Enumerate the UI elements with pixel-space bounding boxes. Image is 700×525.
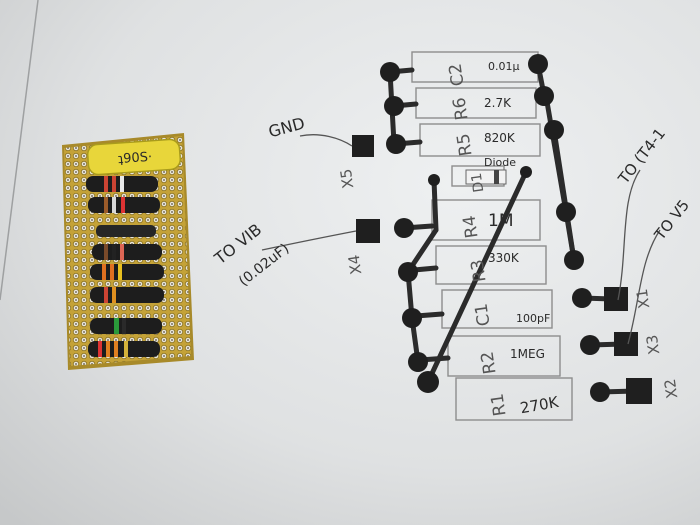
value-r6: 2.7K [484, 96, 512, 110]
film-capacitor [86, 138, 182, 176]
layout-pads [380, 54, 610, 402]
value-r5: 820K [484, 131, 516, 145]
ref-d1: D1 [469, 172, 488, 194]
value-c1: 100pF [516, 312, 550, 325]
value-r4: 1M [488, 211, 513, 231]
paper-edge [0, 0, 39, 301]
connector-x5: X5 [337, 168, 358, 190]
capacitor-marking: ʇ90S· [118, 150, 153, 167]
value-r2: 1MEG [510, 347, 545, 361]
perfboard: ʇ90S· [62, 133, 194, 370]
ref-c2: C2 [446, 62, 469, 87]
connector-pads [352, 135, 652, 404]
ref-r1: R1 [488, 392, 511, 417]
ref-c1: C1 [472, 302, 495, 327]
ref-labels: C2 R6 R5 D1 R4 R3 C1 R2 R1 [446, 62, 511, 417]
connector-x1: X1 [633, 288, 654, 310]
connector-x4: X4 [345, 254, 366, 276]
diode-band [494, 170, 499, 184]
value-d1: Diode [484, 156, 516, 169]
ref-r4: R4 [460, 214, 483, 239]
ref-r6: R6 [450, 96, 473, 121]
ref-r2: R2 [478, 350, 501, 375]
value-c2: 0.01μ [488, 60, 520, 73]
board-resistors [86, 176, 164, 357]
connector-x2: X2 [661, 378, 682, 400]
connector-labels: X5 X4 X1 X3 X2 [337, 168, 682, 400]
connector-x3: X3 [643, 334, 664, 356]
ref-r3: R3 [468, 258, 491, 283]
ref-r5: R5 [454, 132, 477, 157]
value-r3: 330K [488, 251, 520, 265]
lead-wires [261, 134, 661, 345]
value-labels: 0.01μ 2.7K 820K Diode 1M 330K 100pF 1MEG… [484, 60, 561, 417]
